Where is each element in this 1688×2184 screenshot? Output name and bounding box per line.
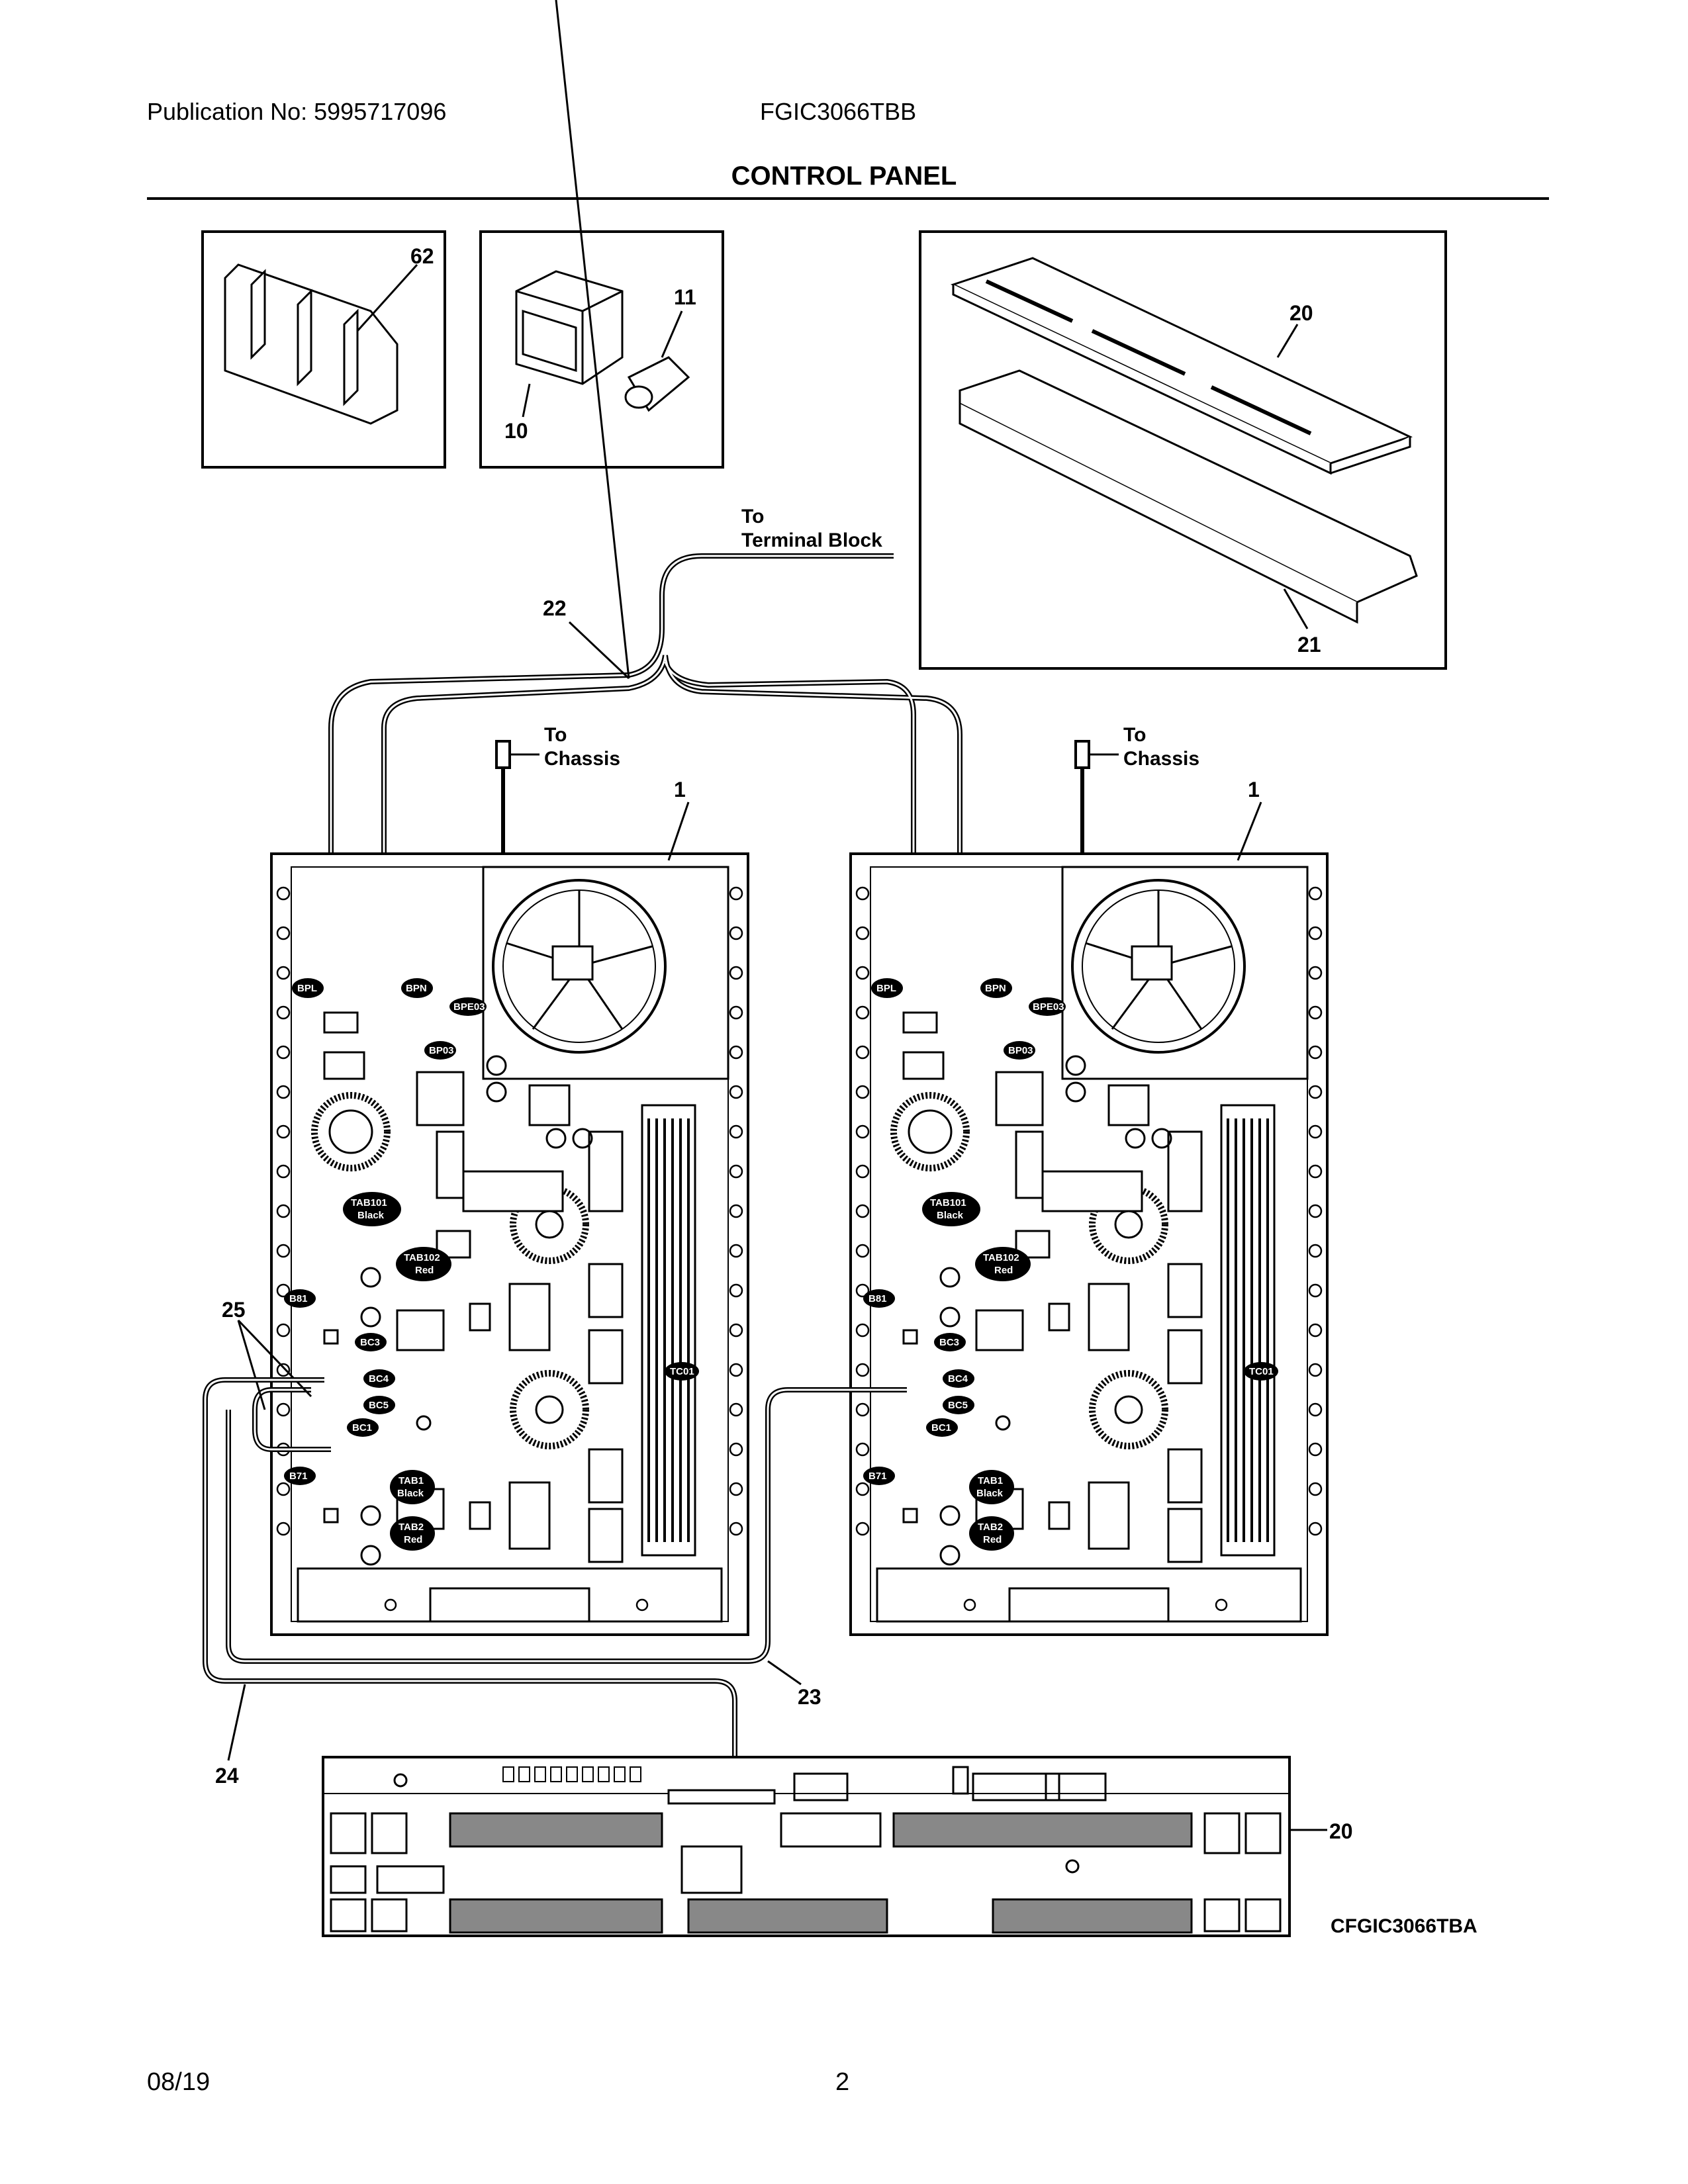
svg-text:BPE03: BPE03	[453, 1001, 485, 1013]
page-title: CONTROL PANEL	[731, 161, 957, 191]
power-board-right	[851, 854, 1327, 1635]
svg-text:BC1: BC1	[931, 1422, 951, 1433]
svg-text:BC1: BC1	[352, 1422, 372, 1433]
power-board-left	[271, 854, 748, 1635]
callout-62: 62	[410, 244, 434, 268]
svg-text:B71: B71	[289, 1471, 308, 1482]
chassis-to-left: To	[544, 724, 567, 746]
svg-text:BPL: BPL	[876, 983, 896, 994]
svg-text:BPN: BPN	[985, 983, 1006, 994]
svg-text:B71: B71	[868, 1471, 887, 1482]
svg-text:B81: B81	[868, 1293, 887, 1304]
title-rule	[147, 197, 1549, 200]
svg-text:BPL: BPL	[297, 983, 317, 994]
publication-number: Publication No: 5995717096	[147, 98, 447, 125]
svg-text:Red: Red	[983, 1534, 1002, 1545]
svg-text:TAB102: TAB102	[404, 1252, 440, 1263]
callout-11: 11	[674, 285, 696, 309]
svg-text:BC5: BC5	[369, 1400, 389, 1411]
callout-25: 25	[222, 1298, 246, 1322]
callout-22: 22	[543, 596, 567, 620]
callout-1-left: 1	[674, 778, 686, 801]
svg-text:BPN: BPN	[406, 983, 427, 994]
callout-23: 23	[798, 1685, 821, 1709]
svg-text:Red: Red	[404, 1534, 422, 1545]
svg-text:TAB101: TAB101	[351, 1197, 387, 1208]
svg-text:BP03: BP03	[429, 1045, 454, 1056]
svg-text:BC4: BC4	[369, 1373, 389, 1385]
svg-text:TC01: TC01	[1249, 1366, 1274, 1377]
svg-text:TAB2: TAB2	[399, 1522, 424, 1533]
diagram-code: CFGIC3066TBA	[1331, 1915, 1477, 1937]
chassis-to-right: To	[1123, 724, 1146, 746]
svg-text:TC01: TC01	[670, 1366, 694, 1377]
terminal-block-to: To	[741, 506, 764, 527]
svg-text:Red: Red	[994, 1265, 1013, 1276]
svg-text:B81: B81	[289, 1293, 308, 1304]
svg-text:TAB102: TAB102	[983, 1252, 1019, 1263]
callout-1-right: 1	[1248, 778, 1260, 801]
svg-text:BC4: BC4	[948, 1373, 968, 1385]
callout-21: 21	[1297, 633, 1321, 657]
svg-text:BC3: BC3	[939, 1337, 959, 1348]
model-number: FGIC3066TBB	[760, 98, 917, 125]
publication-date: 08/19	[147, 2068, 211, 2096]
callout-20-bottom: 20	[1329, 1819, 1353, 1843]
svg-text:BC5: BC5	[948, 1400, 968, 1411]
svg-text:Red: Red	[415, 1265, 434, 1276]
board-tags-right: BPL BPN BPE03 BP03 TAB101 Black TAB102 R…	[863, 978, 1278, 1551]
terminal-block-label: Terminal Block	[741, 529, 882, 551]
callout-24: 24	[215, 1764, 239, 1788]
chassis-label-right: Chassis	[1123, 748, 1199, 770]
svg-text:TAB101: TAB101	[930, 1197, 966, 1208]
board-tags-left: BPL BPN BPE03 BP03 TAB101 Black TAB102 R…	[284, 978, 699, 1551]
svg-text:BPE03: BPE03	[1033, 1001, 1064, 1013]
svg-text:TAB2: TAB2	[978, 1522, 1003, 1533]
page-number: 2	[835, 2068, 850, 2096]
callout-10: 10	[504, 419, 528, 443]
svg-text:Black: Black	[357, 1210, 385, 1221]
svg-text:Black: Black	[976, 1488, 1004, 1499]
svg-text:TAB1: TAB1	[978, 1475, 1003, 1486]
ui-board	[322, 1756, 1291, 1937]
svg-text:BC3: BC3	[360, 1337, 380, 1348]
callout-20-top: 20	[1289, 301, 1313, 325]
svg-text:Black: Black	[397, 1488, 424, 1499]
svg-text:TAB1: TAB1	[399, 1475, 424, 1486]
svg-text:Black: Black	[937, 1210, 964, 1221]
svg-text:BP03: BP03	[1008, 1045, 1033, 1056]
chassis-label-left: Chassis	[544, 748, 620, 770]
